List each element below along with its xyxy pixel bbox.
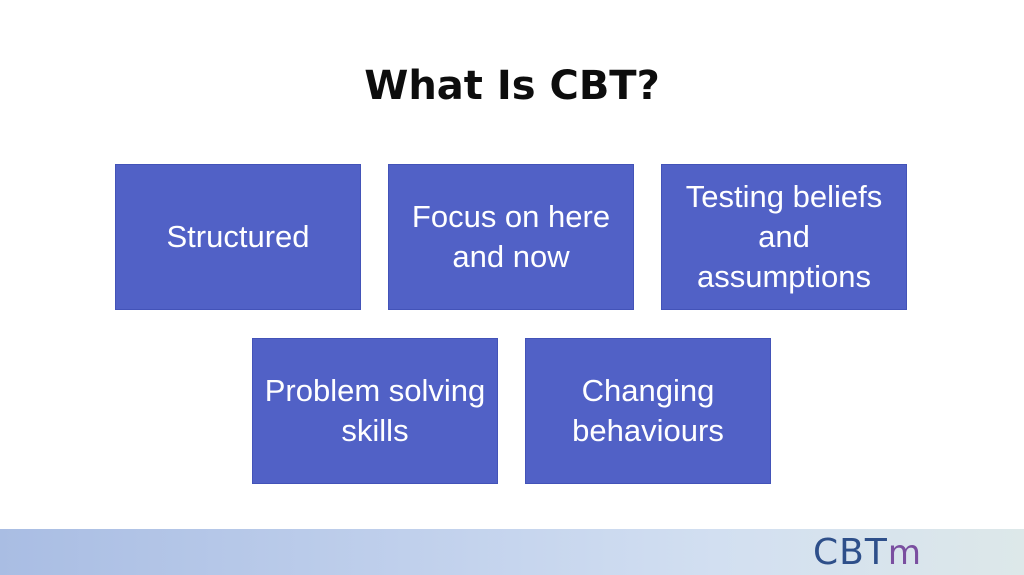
logo-text-main: CBT: [813, 532, 888, 573]
slide-title: What Is CBT?: [364, 63, 660, 109]
concept-box-label: Focus on here and now: [411, 199, 611, 274]
concept-box-focus: Focus on here and now: [388, 164, 634, 310]
cbtm-logo: CBTm: [813, 532, 922, 574]
concept-box-label: Structured: [166, 219, 310, 254]
concept-box-structured: Structured: [115, 164, 361, 310]
concept-box-problem-solving: Problem solving skills: [252, 338, 498, 484]
concept-box-label: Problem solving skills: [264, 373, 486, 448]
footer-band: [0, 529, 1024, 575]
concept-box-changing-behaviours: Changing behaviours: [525, 338, 771, 484]
concept-box-label: Testing beliefs and assumptions: [685, 179, 883, 294]
concept-box-testing-beliefs: Testing beliefs and assumptions: [661, 164, 907, 310]
concept-box-label: Changing behaviours: [572, 373, 724, 448]
logo-text-suffix: m: [887, 533, 922, 573]
